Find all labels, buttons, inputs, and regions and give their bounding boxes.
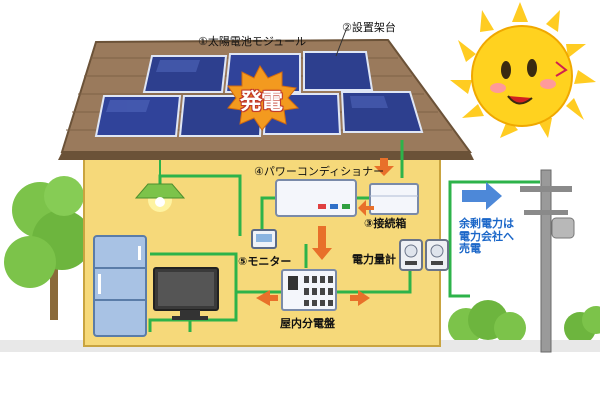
left-tree bbox=[4, 176, 92, 320]
distribution-board-device bbox=[281, 269, 337, 311]
mount-leader bbox=[335, 29, 347, 57]
meter-label: 電力量計 bbox=[352, 253, 396, 266]
mount-label: ②設置架台 bbox=[342, 21, 396, 34]
junction-box-label: ③接続箱 bbox=[364, 217, 407, 230]
monitor-label: ⑤モニター bbox=[238, 255, 292, 268]
flow-arrows bbox=[256, 158, 394, 306]
panel-highlights bbox=[106, 60, 388, 112]
television bbox=[153, 267, 219, 320]
power-conditioner-label: ④パワーコンディショナー bbox=[254, 165, 385, 178]
generation-label: 発電 bbox=[239, 90, 283, 115]
right-bushes bbox=[448, 300, 600, 344]
utility-pole bbox=[520, 169, 575, 353]
generation-burst bbox=[227, 65, 300, 131]
distribution-board-label: 屋内分電盤 bbox=[280, 317, 335, 330]
junction-box bbox=[369, 183, 419, 215]
surplus-power-label: 余剰電力は 電力会社へ 売電 bbox=[459, 217, 514, 256]
electric-meters bbox=[399, 239, 449, 271]
ceiling-lamp bbox=[134, 160, 186, 212]
monitor-device bbox=[251, 229, 277, 249]
solar-module-label: ①太陽電池モジュール bbox=[198, 35, 307, 48]
sell-arrow bbox=[462, 182, 502, 210]
sun-illustration bbox=[450, 2, 596, 138]
power-conditioner bbox=[275, 179, 357, 217]
refrigerator bbox=[93, 235, 147, 337]
